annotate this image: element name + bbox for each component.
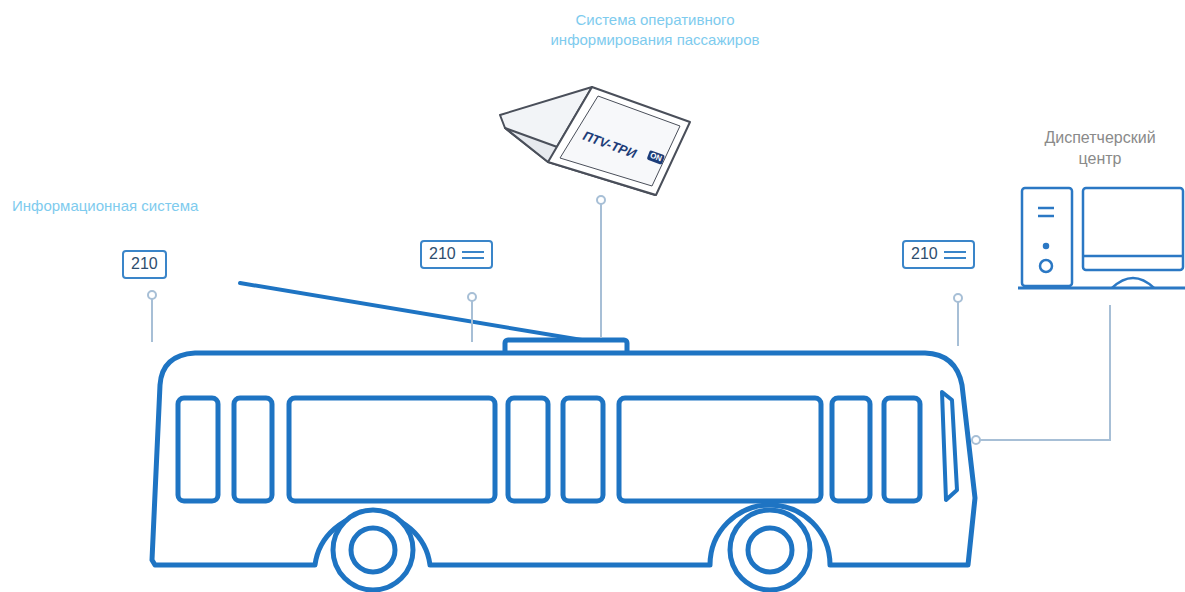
trolley-pole [240,283,588,341]
leader-dot [972,436,980,444]
wheel [730,510,810,590]
window [884,398,920,501]
front-window [942,392,957,500]
window [563,398,603,501]
route-number: 210 [429,245,456,263]
text-lines-icon [462,251,484,259]
system-title: Система оперативного информирования пасс… [520,10,790,49]
leader-dot [148,291,156,299]
leader-dot [954,294,962,302]
route-number: 210 [131,255,158,273]
pc-led [1044,244,1048,248]
leader-line [471,301,473,342]
window [178,398,218,501]
wheel [333,510,413,590]
desk [1018,287,1185,290]
route-number-box: 210 [122,250,167,279]
leader-lines [148,196,1110,444]
logo-text: ПТV-ТРИ [580,128,638,163]
wheel-hub [748,528,792,572]
window [832,398,870,501]
leader-dot [597,196,605,204]
monitor [1083,188,1183,270]
route-number: 210 [911,245,938,263]
logo-badge: ON [646,150,665,165]
leader-line [151,299,153,342]
leader-line [980,305,1110,440]
route-number-box: 210 [902,240,975,269]
pc-button [1040,260,1052,272]
system-label: Информационная система [12,196,198,216]
trolleybus [152,283,975,590]
leader-line [600,204,602,338]
window [619,398,821,501]
dispatch-label: Диспетчерский центр [1025,128,1175,170]
window [508,398,548,501]
info-sign [500,87,690,195]
sign-face [548,87,690,195]
bus-body [152,353,975,565]
wheel-hub [351,528,395,572]
monitor-stand [1112,278,1154,288]
leader-dot [468,293,476,301]
pc-tower [1022,188,1072,286]
window [234,398,272,501]
window [289,398,495,501]
computer-icon [1018,188,1185,288]
leader-line [957,302,959,346]
text-lines-icon [944,251,966,259]
pc-slot [1038,215,1054,218]
monitor-bezel [1083,255,1183,258]
route-number-box: 210 [420,240,493,269]
sign-screen [560,96,680,186]
pc-slot [1038,207,1054,210]
